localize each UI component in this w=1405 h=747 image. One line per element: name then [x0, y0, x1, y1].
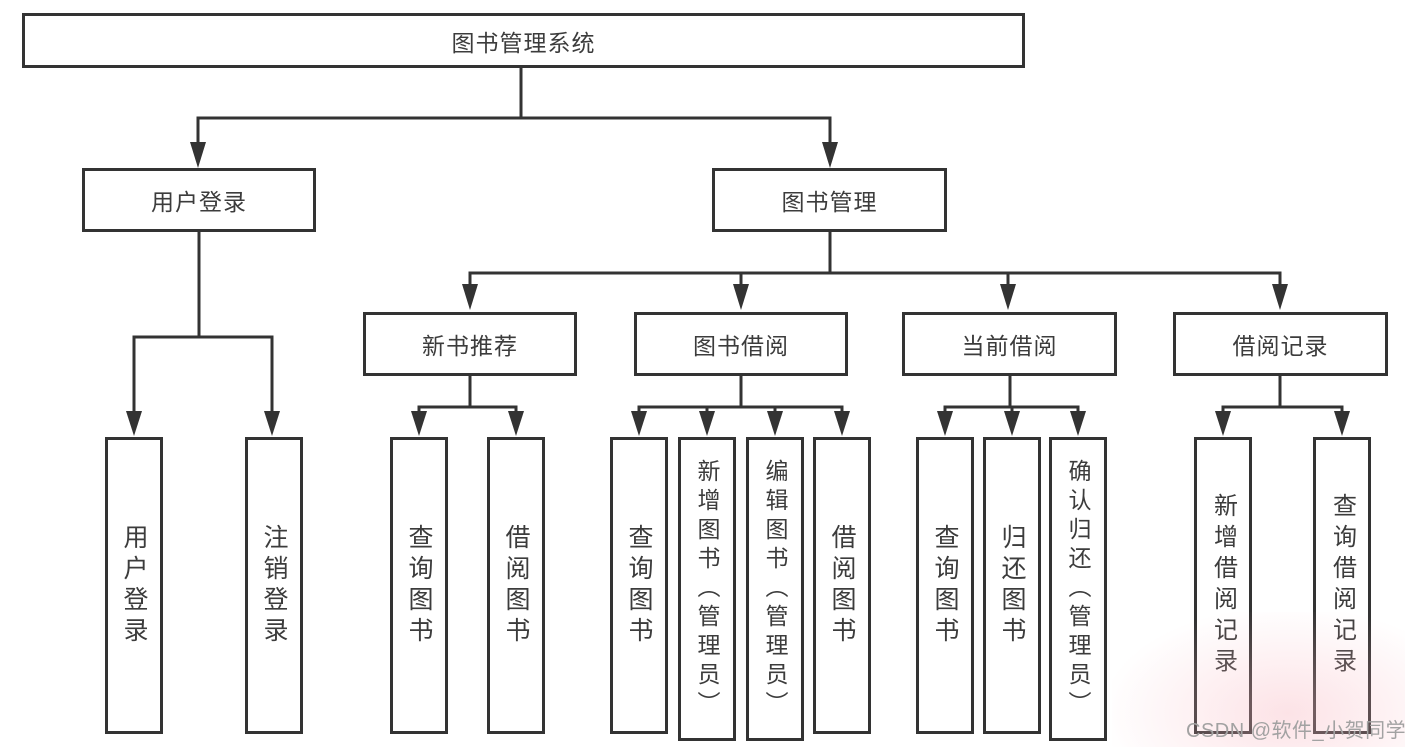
connector-book-borrow-children	[631, 375, 850, 436]
node-label: 图书管理	[781, 189, 878, 215]
arrowhead-down	[1004, 411, 1020, 436]
node-current-borrow: 当前借阅	[902, 312, 1117, 376]
node-bb-query-book: 查询图书	[610, 437, 668, 734]
arrowhead-down	[190, 142, 206, 168]
node-br-query-record: 查询借阅记录	[1313, 437, 1371, 734]
arrowhead-down	[411, 411, 427, 436]
node-new-book-rec: 新书推荐	[363, 312, 577, 376]
connector-new-book-rec-children	[411, 375, 524, 436]
node-label: 查询图书	[931, 523, 959, 648]
node-br-add-record: 新增借阅记录	[1194, 437, 1252, 734]
node-user-login: 用户登录	[82, 168, 316, 232]
node-rec-borrow-book: 借阅图书	[487, 437, 545, 734]
node-label: 图书管理系统	[451, 29, 596, 56]
node-book-borrow: 图书借阅	[634, 312, 848, 376]
arrowhead-down	[462, 284, 478, 310]
node-label: 查询借阅记录	[1328, 492, 1356, 679]
node-label: 用户登录	[151, 189, 247, 215]
connector-user-login-children	[126, 232, 280, 436]
arrowhead-down	[1070, 411, 1086, 436]
node-label: 新增借阅记录	[1209, 492, 1237, 679]
connector-borrow-record-children	[1215, 375, 1350, 436]
arrowhead-down	[822, 142, 838, 168]
node-borrow-record: 借阅记录	[1173, 312, 1388, 376]
node-label: 借阅图书	[502, 523, 530, 648]
node-cb-return-book: 归还图书	[983, 437, 1041, 734]
node-root: 图书管理系统	[22, 13, 1025, 68]
arrowhead-down	[937, 411, 953, 436]
node-label: 借阅记录	[1232, 333, 1329, 359]
arrowhead-down	[733, 284, 749, 310]
node-label: 确认归还（管理员）	[1065, 458, 1091, 720]
node-bb-add-book-admin: 新增图书（管理员）	[678, 437, 736, 741]
arrowhead-down	[834, 411, 850, 436]
arrowhead-down	[1215, 411, 1231, 436]
connector-root-to-level2	[190, 68, 838, 168]
arrowhead-down	[264, 411, 280, 436]
node-label: 查询图书	[625, 523, 653, 648]
arrowhead-down	[1334, 411, 1350, 436]
node-label: 图书借阅	[693, 333, 789, 359]
node-label: 当前借阅	[961, 333, 1058, 359]
connector-current-borrow-children	[937, 375, 1086, 436]
connector-book-mgmt-children	[462, 232, 1288, 310]
node-cb-query-book: 查询图书	[916, 437, 974, 734]
node-cb-confirm-return-admin: 确认归还（管理员）	[1049, 437, 1107, 741]
arrowhead-down	[1272, 284, 1288, 310]
node-label: 用户登录	[120, 523, 148, 648]
node-book-mgmt: 图书管理	[712, 168, 947, 232]
watermark-text: CSDN @软件_小贺同学	[1186, 720, 1405, 742]
arrowhead-down	[631, 411, 647, 436]
arrowhead-down	[508, 411, 524, 436]
arrowhead-down	[699, 411, 715, 436]
node-label: 注销登录	[260, 523, 288, 648]
node-label: 归还图书	[998, 523, 1026, 648]
node-label: 编辑图书（管理员）	[762, 458, 788, 720]
node-rec-query-book: 查询图书	[390, 437, 448, 734]
arrowhead-down	[126, 411, 142, 436]
node-label: 查询图书	[405, 523, 433, 648]
node-label: 借阅图书	[828, 523, 856, 648]
arrowhead-down	[767, 411, 783, 436]
node-bb-edit-book-admin: 编辑图书（管理员）	[746, 437, 804, 741]
node-label: 新增图书（管理员）	[694, 458, 720, 720]
node-logout: 注销登录	[245, 437, 303, 734]
node-label: 新书推荐	[422, 333, 518, 359]
node-bb-borrow-book: 借阅图书	[813, 437, 871, 734]
arrowhead-down	[1000, 284, 1016, 310]
node-login: 用户登录	[105, 437, 163, 734]
